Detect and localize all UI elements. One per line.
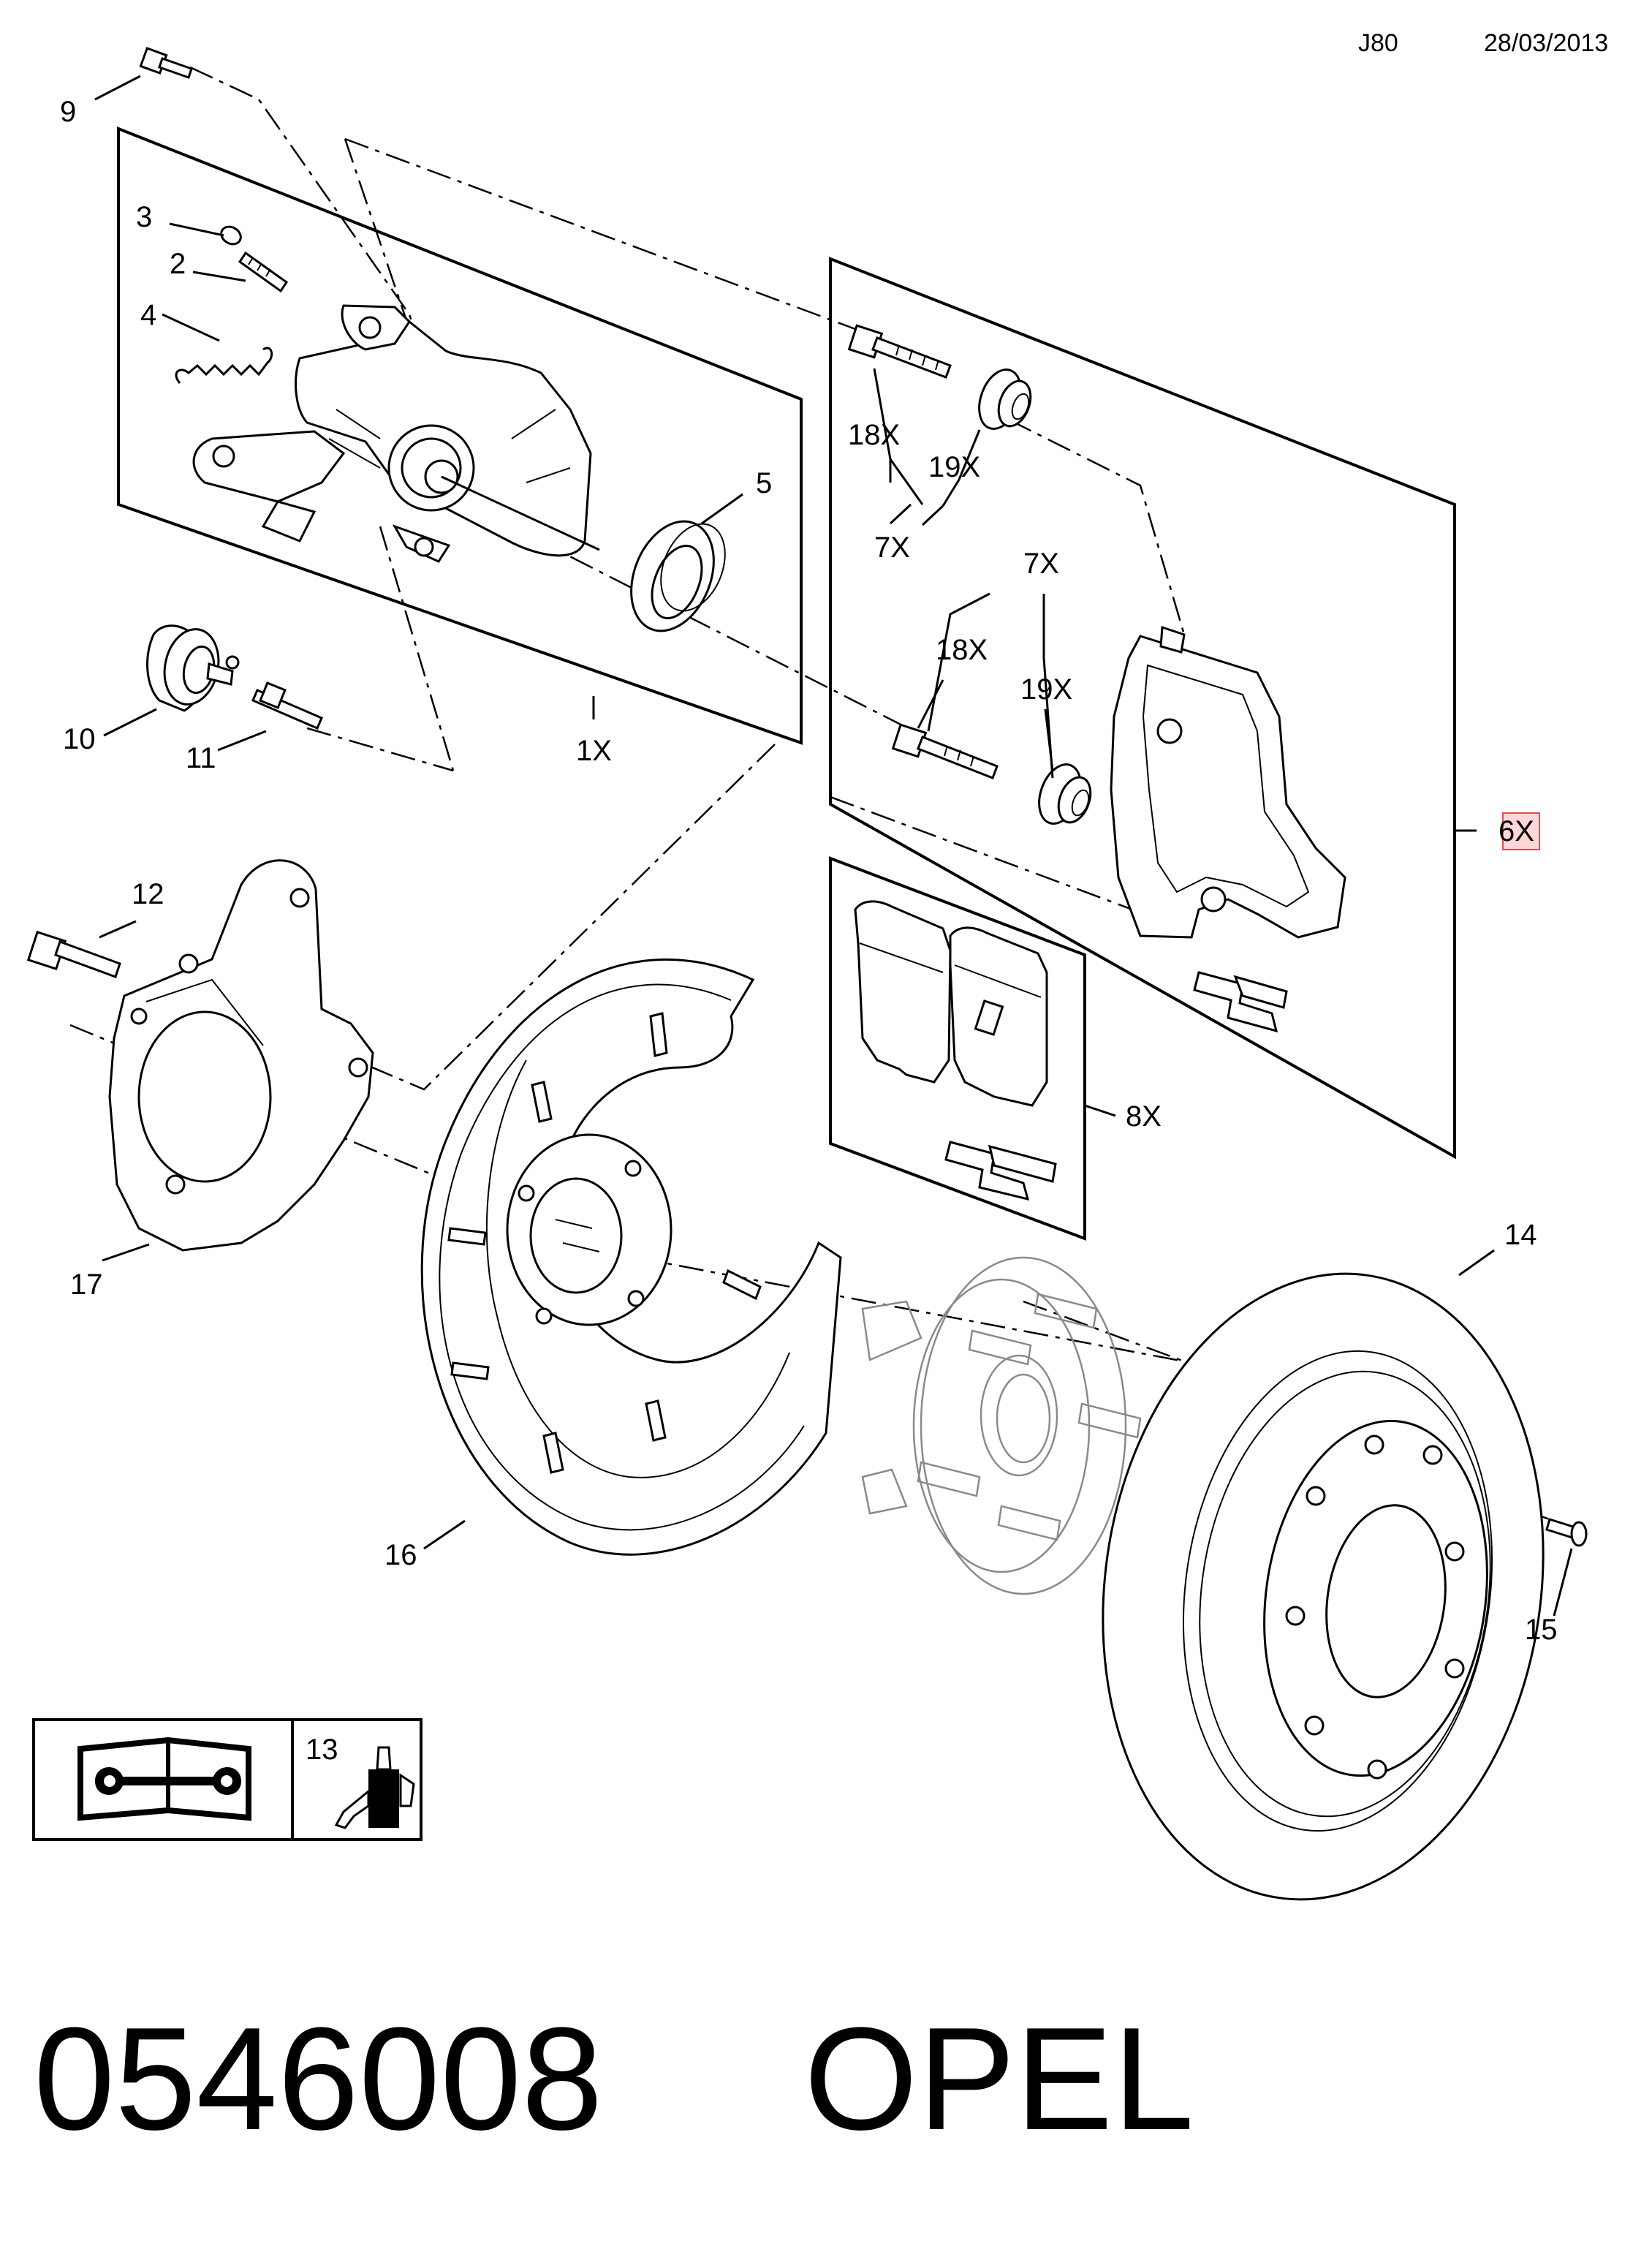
label-19x-upper: 19X bbox=[928, 451, 980, 483]
header-date: 28/03/2013 bbox=[1484, 29, 1608, 57]
bolt-9 bbox=[139, 47, 193, 79]
label-10: 10 bbox=[63, 723, 96, 755]
guide-boot-19x-upper bbox=[978, 368, 1032, 430]
wheel-hub bbox=[861, 1256, 1142, 1595]
brake-disc-14 bbox=[1102, 1272, 1545, 1901]
bolt-12 bbox=[26, 930, 121, 978]
brand-name: OPEL bbox=[804, 1997, 1194, 2161]
label-5: 5 bbox=[756, 467, 772, 499]
guide-bolt-18x-upper bbox=[847, 324, 952, 379]
label-6x-highlight bbox=[1502, 812, 1540, 850]
guide-boot-19x-lower bbox=[1038, 763, 1092, 825]
adhesive-bottle-icon bbox=[334, 1746, 415, 1829]
label-17: 17 bbox=[70, 1269, 103, 1301]
wrench-book-icon bbox=[77, 1736, 251, 1821]
label-8x: 8X bbox=[1126, 1100, 1162, 1133]
label-7x-lower: 7X bbox=[1023, 548, 1059, 580]
dust-shield-16 bbox=[420, 958, 842, 1556]
label-12: 12 bbox=[132, 878, 164, 910]
disc-screw-15 bbox=[1545, 1518, 1588, 1547]
caliper-assembly-box bbox=[117, 126, 803, 745]
park-brake-motor-10 bbox=[146, 624, 240, 712]
label-3: 3 bbox=[136, 201, 152, 233]
retaining-clips-6x bbox=[1193, 971, 1288, 1033]
label-19x-lower: 19X bbox=[1020, 673, 1072, 706]
label-16: 16 bbox=[384, 1539, 417, 1571]
label-7x-upper: 7X bbox=[874, 532, 910, 564]
label-1x: 1X bbox=[576, 735, 612, 767]
carrier-kit-box bbox=[829, 257, 1456, 1160]
piston-seal-5 bbox=[630, 520, 726, 632]
label-18x-upper: 18X bbox=[848, 419, 900, 451]
brake-pad-kit-box bbox=[829, 856, 1086, 1241]
bracket-17 bbox=[108, 859, 374, 1252]
header-code: J80 bbox=[1358, 29, 1398, 57]
caliper-body bbox=[192, 304, 600, 563]
pad-clips-8x bbox=[944, 1141, 1057, 1201]
caliper-carrier bbox=[1110, 625, 1346, 939]
label-14: 14 bbox=[1504, 1219, 1537, 1251]
guide-bolt-18x-lower bbox=[891, 723, 999, 779]
label-11: 11 bbox=[186, 742, 216, 774]
label-18x-lower: 18X bbox=[936, 634, 988, 666]
bleed-cap-3 bbox=[220, 225, 242, 246]
label-4: 4 bbox=[140, 299, 156, 331]
legend-box: 13 bbox=[32, 1718, 423, 1841]
label-15: 15 bbox=[1525, 1614, 1558, 1646]
leader-lines bbox=[94, 75, 1573, 1617]
label-2: 2 bbox=[170, 248, 186, 280]
label-9: 9 bbox=[60, 96, 76, 128]
brake-pads bbox=[854, 900, 1048, 1107]
connector-bolt-11 bbox=[251, 681, 323, 730]
label-13: 13 bbox=[306, 1734, 338, 1766]
spring-4 bbox=[175, 347, 273, 384]
part-number: 0546008 bbox=[34, 1997, 603, 2161]
bleed-screw-2 bbox=[238, 251, 289, 293]
label-6x: 6X bbox=[1498, 815, 1534, 847]
